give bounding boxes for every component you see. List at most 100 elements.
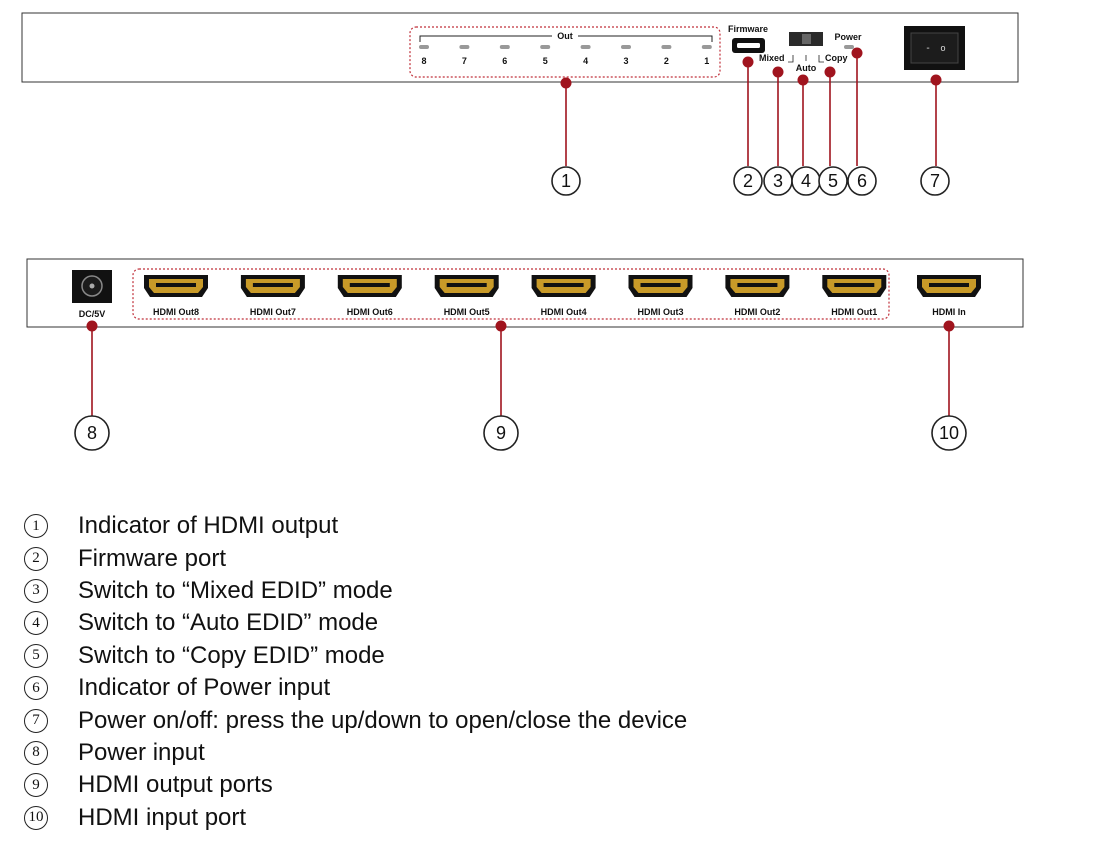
legend-number: 9 xyxy=(24,773,48,798)
callout-number: 6 xyxy=(857,171,867,191)
callout-number: 2 xyxy=(743,171,753,191)
legend-number: 7 xyxy=(24,708,48,733)
led-group-border xyxy=(409,26,721,78)
hdmi-input-port[interactable] xyxy=(917,275,981,297)
legend-text: Switch to “Auto EDID” mode xyxy=(78,609,379,637)
legend: 1 Indicator of HDMI output 2 Firmware port 3… xyxy=(20,510,920,834)
hdmi-output-port[interactable] xyxy=(144,275,208,297)
firmware-label: Firmware xyxy=(728,24,768,34)
callout-circle xyxy=(74,415,110,451)
legend-text: Indicator of HDMI output xyxy=(78,512,339,540)
callout-circle xyxy=(818,166,848,196)
callout-4: 4 xyxy=(791,74,821,196)
hdmi-output-port[interactable] xyxy=(531,275,596,297)
callout-5: 5 xyxy=(818,66,848,196)
legend-text: Power on/off: press the up/down to open/… xyxy=(78,706,688,734)
callout-9: 9 xyxy=(483,320,519,451)
hdmi-output-port[interactable] xyxy=(337,275,402,297)
hdmi-output-label: HDMI Out1 xyxy=(831,307,877,317)
callout-number: 4 xyxy=(801,171,811,191)
hdmi-output-label: HDMI Out3 xyxy=(638,307,684,317)
callout-number: 8 xyxy=(87,423,97,443)
output-led-number: 1 xyxy=(704,56,709,66)
legend-item: 6 Indicator of Power input xyxy=(20,672,920,704)
callout-circle xyxy=(920,166,950,196)
legend-item: 5 Switch to “Copy EDID” mode xyxy=(20,640,920,672)
legend-item: 8 Power input xyxy=(20,737,920,769)
legend-item: 7 Power on/off: press the up/down to open… xyxy=(20,704,920,736)
legend-text: Indicator of Power input xyxy=(78,674,331,702)
hdmi-input-label: HDMI In xyxy=(932,307,966,317)
hdmi-output-port[interactable] xyxy=(628,275,693,297)
output-led-number: 8 xyxy=(421,56,426,66)
output-ports-border xyxy=(132,268,890,320)
callout-circle xyxy=(931,415,967,451)
callout-circle xyxy=(733,166,763,196)
callout-number: 7 xyxy=(930,171,940,191)
output-led-8 xyxy=(419,45,429,49)
hdmi-input-port-group: HDMI In xyxy=(917,275,981,317)
hdmi-output-port[interactable] xyxy=(434,275,499,297)
mixed-label: Mixed xyxy=(759,53,785,63)
legend-item: 1 Indicator of HDMI output xyxy=(20,510,920,542)
legend-text: HDMI output ports xyxy=(78,771,273,799)
power-switch[interactable] xyxy=(910,32,959,64)
hdmi-output-label: HDMI Out2 xyxy=(734,307,780,317)
callout-10: 10 xyxy=(931,320,967,451)
callout-6: 6 xyxy=(847,47,877,196)
legend-text: Power input xyxy=(78,738,205,766)
hdmi-output-label: HDMI Out5 xyxy=(444,307,490,317)
callout-number: 10 xyxy=(939,423,959,443)
output-led-1 xyxy=(701,45,712,49)
legend-text: Firmware port xyxy=(78,544,227,572)
output-led-number: 7 xyxy=(462,56,467,66)
hdmi-output-label: HDMI Out6 xyxy=(347,307,393,317)
output-led-2 xyxy=(661,45,672,49)
callout-circle xyxy=(483,415,519,451)
callout-3: 3 xyxy=(763,66,793,196)
auto-label: Auto xyxy=(796,63,817,73)
callout-number: 9 xyxy=(496,423,506,443)
legend-number: 2 xyxy=(24,546,48,571)
output-led-number: 3 xyxy=(623,56,628,66)
legend-number: 5 xyxy=(24,643,48,668)
callout-7: 7 xyxy=(920,74,950,196)
callout-1: 1 xyxy=(551,77,581,196)
copy-label: Copy xyxy=(825,53,848,63)
hdmi-output-port[interactable] xyxy=(725,275,790,297)
legend-number: 1 xyxy=(24,514,48,539)
power-label: Power xyxy=(834,32,862,42)
legend-number: 6 xyxy=(24,676,48,701)
callout-number: 1 xyxy=(561,171,571,191)
output-led-number: 4 xyxy=(583,56,588,66)
output-led-7 xyxy=(459,45,470,49)
legend-item: 2 Firmware port xyxy=(20,542,920,574)
legend-number: 8 xyxy=(24,740,48,765)
hdmi-output-label: HDMI Out8 xyxy=(153,307,199,317)
callout-circle xyxy=(551,166,581,196)
legend-number: 10 xyxy=(24,805,48,830)
legend-text: Switch to “Copy EDID” mode xyxy=(78,641,385,669)
output-led-6 xyxy=(499,45,510,49)
output-led-number: 6 xyxy=(502,56,507,66)
out-label: Out xyxy=(557,31,573,41)
callout-number: 3 xyxy=(773,171,783,191)
legend-number: 3 xyxy=(24,578,48,603)
legend-text: HDMI input port xyxy=(78,803,247,831)
hdmi-output-label: HDMI Out4 xyxy=(541,307,587,317)
output-led-number: 2 xyxy=(664,56,669,66)
callout-2: 2 xyxy=(733,56,763,196)
callout-circle xyxy=(847,166,877,196)
output-led-3 xyxy=(621,45,631,49)
hdmi-output-port[interactable] xyxy=(240,275,305,297)
hdmi-output-port[interactable] xyxy=(822,275,887,297)
power-indicator-led xyxy=(844,45,854,49)
power-switch-on-glyph: o xyxy=(940,43,945,53)
callout-8: 8 xyxy=(74,320,110,451)
output-led-4 xyxy=(580,45,591,49)
output-led-5 xyxy=(540,45,551,49)
hdmi-output-label: HDMI Out7 xyxy=(250,307,296,317)
